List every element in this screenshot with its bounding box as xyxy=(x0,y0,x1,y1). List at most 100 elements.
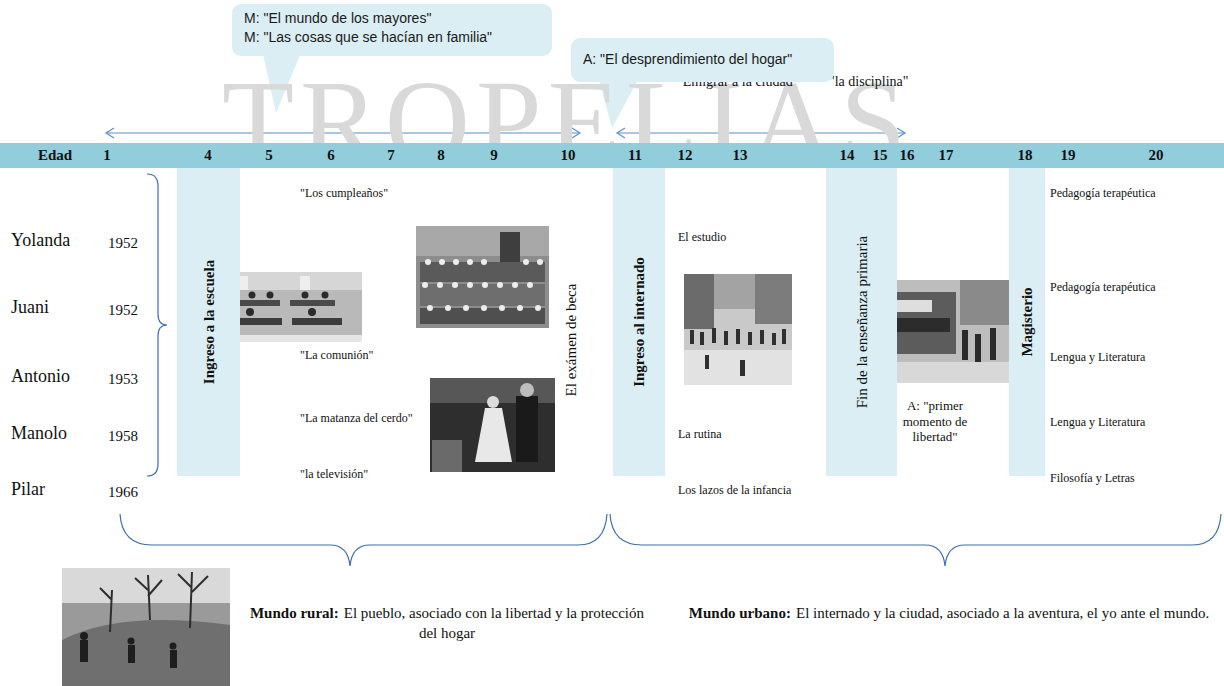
study-text: Lengua y Literatura xyxy=(1050,415,1145,429)
age-number: 13 xyxy=(733,146,748,165)
callout-text: A: "El desprendimiento del hogar" xyxy=(583,50,822,69)
photo-face xyxy=(535,305,541,311)
photo-person xyxy=(724,331,728,345)
age-number: 19 xyxy=(1061,146,1076,165)
study-text: Lengua y Literatura xyxy=(1050,350,1145,364)
section-text: El pueblo, asociado con la libertad y la… xyxy=(344,605,644,641)
photo-wall xyxy=(231,272,362,290)
milestone-text: Magisterio xyxy=(1018,287,1036,356)
photo-face xyxy=(512,282,518,288)
photo-person xyxy=(748,332,752,345)
photo-wall xyxy=(416,226,549,256)
photo-head xyxy=(170,643,177,650)
photo-person xyxy=(975,334,981,362)
photo-building xyxy=(684,274,714,329)
age-number: 20 xyxy=(1149,146,1164,165)
photo-head xyxy=(520,383,534,397)
photo-person xyxy=(712,328,716,343)
photo-face xyxy=(517,305,523,311)
age-number: 4 xyxy=(204,146,212,165)
age-number: 15 xyxy=(873,146,888,165)
age-number: 18 xyxy=(1018,146,1033,165)
callout-text: M: "Las cosas que se hacían en familia" xyxy=(244,28,540,47)
callout-text: M: "El mundo de los mayores" xyxy=(244,9,540,28)
photo-face xyxy=(467,282,473,288)
photo-face xyxy=(527,282,533,288)
photo-bench xyxy=(432,440,462,472)
age-band: Edad14567891011121314151617181920 xyxy=(0,143,1224,168)
photo-face xyxy=(499,305,505,311)
photo-face xyxy=(481,305,487,311)
memory-text: "Los cumpleaños" xyxy=(300,186,388,200)
birth-year: 1952 xyxy=(108,234,138,252)
photo-person xyxy=(690,330,694,344)
person-name: Manolo xyxy=(11,423,67,445)
photo-road xyxy=(684,350,792,385)
age-number: Edad xyxy=(38,146,72,165)
section-title: Mundo urbano: xyxy=(689,605,791,621)
photo-person xyxy=(782,329,786,344)
photo-tree xyxy=(100,588,112,632)
photo-classroom xyxy=(231,272,362,342)
study-text: Pedagogía terapéutica xyxy=(1050,186,1156,200)
photo-person xyxy=(760,330,764,344)
photo-desk xyxy=(240,300,280,306)
photo-face xyxy=(422,282,428,288)
memory-text: La rutina xyxy=(678,427,722,441)
photo-face xyxy=(481,259,487,265)
photo-face xyxy=(537,259,543,265)
photo-ground xyxy=(430,378,555,472)
photo-tree xyxy=(178,572,208,628)
photo-face xyxy=(425,259,431,265)
photo-bus-sign xyxy=(892,300,932,312)
photo-man xyxy=(516,396,538,462)
callout-bubble: M: "El mundo de los mayores"M: "Las cosa… xyxy=(232,4,552,56)
photo-person xyxy=(772,333,776,345)
person-name: Juani xyxy=(11,297,49,319)
age-number: 16 xyxy=(900,146,915,165)
photo-face xyxy=(437,282,443,288)
photo-row xyxy=(420,262,545,282)
photo-ground xyxy=(416,226,549,328)
memory-text: "la televisión" xyxy=(300,467,368,481)
photo-head xyxy=(487,396,499,408)
age-number: 12 xyxy=(678,146,693,165)
age-number: 9 xyxy=(490,146,498,165)
photo-building xyxy=(755,274,792,324)
photo-street xyxy=(684,274,792,385)
photo-window xyxy=(300,276,310,290)
photo-head xyxy=(80,632,88,640)
study-text: Pedagogía terapéutica xyxy=(1050,280,1156,294)
photo-desk xyxy=(290,300,335,306)
section-caption: Mundo urbano: El internado y la ciudad, a… xyxy=(680,603,1218,623)
event-text: El exámen de beca xyxy=(562,284,580,397)
age-number: 10 xyxy=(561,146,576,165)
photo-strip xyxy=(231,335,362,342)
photo-figure xyxy=(246,308,254,316)
brace xyxy=(120,514,607,566)
photo-figure xyxy=(322,292,329,299)
photo-countryside xyxy=(62,568,230,686)
birth-year: 1958 xyxy=(108,427,138,445)
age-number: 14 xyxy=(840,146,855,165)
photo-slope xyxy=(62,620,230,686)
memory-text: "La comunión" xyxy=(300,348,373,362)
photo-figures xyxy=(80,632,177,668)
age-number: 1 xyxy=(103,146,111,165)
person-name: Yolanda xyxy=(11,230,70,252)
photo-person xyxy=(990,328,996,360)
photo-faces xyxy=(422,259,543,311)
photo-face xyxy=(439,259,445,265)
photo-desk xyxy=(236,318,282,325)
photo-person xyxy=(80,640,88,662)
section-text: El internado y la ciudad, asociado a la … xyxy=(796,605,1209,621)
person-name: Pilar xyxy=(11,479,45,501)
photo-ground xyxy=(684,274,792,385)
milestone-band: Magisterio xyxy=(1009,168,1045,476)
milestone-text: Fin de la enseñanza primaria xyxy=(853,236,871,408)
photo-bus-window xyxy=(890,318,950,332)
memory-text: Los lazos de la infancia xyxy=(678,483,791,497)
photo-building xyxy=(714,274,755,309)
age-number: 8 xyxy=(437,146,445,165)
